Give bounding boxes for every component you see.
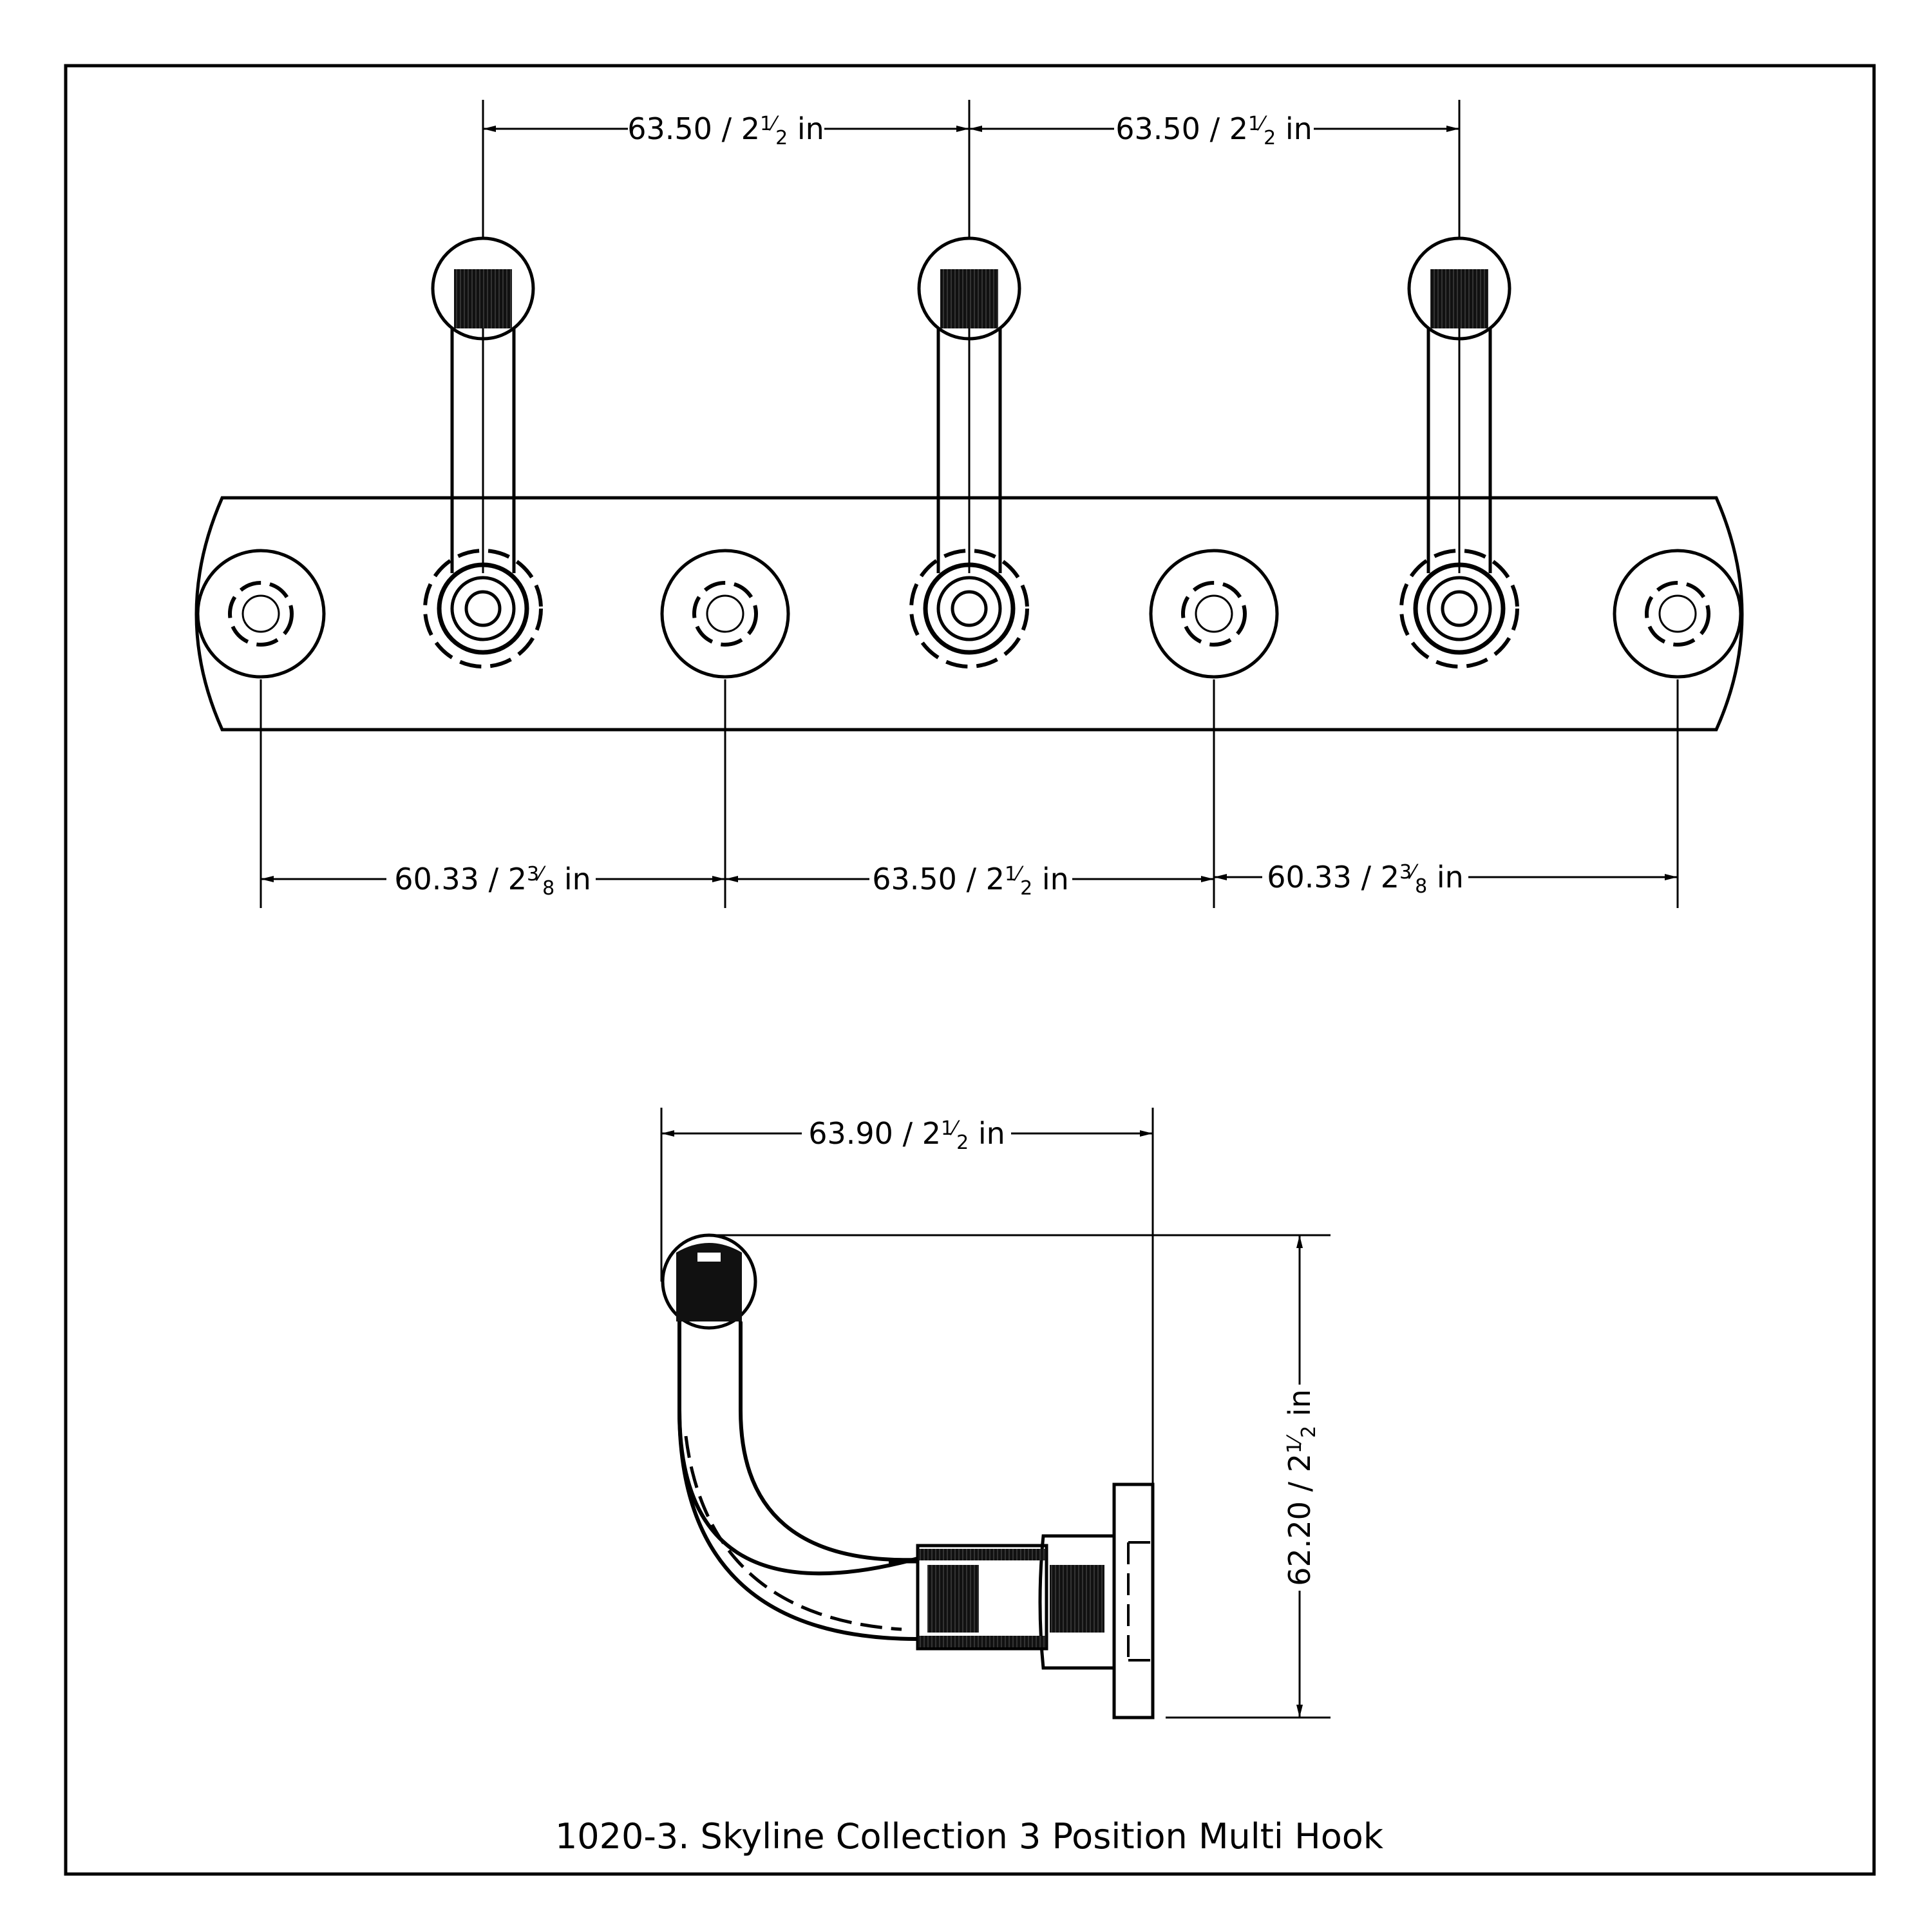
dimension-height: 62.20 / 21⁄2 in: [1282, 1235, 1320, 1718]
dimension-width: 63.90 / 21⁄2 in: [661, 1116, 1153, 1154]
dimension-bottom-3: 60.33 / 23⁄8 in: [1214, 860, 1678, 898]
mounting-hole: [1613, 549, 1743, 679]
dimension-top-2: 63.50 / 21⁄2 in: [969, 111, 1459, 149]
dimension-bottom-2: 63.50 / 21⁄2 in: [725, 862, 1214, 900]
svg-text:60.33 / 23⁄8 in: 60.33 / 23⁄8 in: [394, 862, 591, 900]
dim-mm: 63.50: [627, 111, 712, 146]
drawing-caption: 1020-3. Skyline Collection 3 Position Mu…: [555, 1816, 1384, 1857]
mounting-hole: [196, 549, 326, 679]
svg-text:63.50 / 21⁄2 in: 63.50 / 21⁄2 in: [1115, 111, 1312, 149]
front-view: 63.50 / 21⁄2 in 63.50 / 21⁄2 in 60.33 / …: [194, 100, 1744, 908]
svg-text:63.90 / 21⁄2 in: 63.90 / 21⁄2 in: [808, 1116, 1005, 1154]
hook-front: [423, 236, 543, 668]
svg-text:60.33 / 23⁄8 in: 60.33 / 23⁄8 in: [1267, 860, 1464, 898]
drawing-border: [64, 64, 1876, 1876]
back-plate: [194, 496, 1744, 732]
threaded-post: [916, 1544, 1048, 1651]
wall-flange: [1112, 1482, 1155, 1719]
svg-text:63.50 / 21⁄2 in: 63.50 / 21⁄2 in: [627, 111, 824, 149]
dimension-bottom-1: 60.33 / 23⁄8 in: [261, 862, 725, 900]
svg-text:62.20 / 21⁄2 in: 62.20 / 21⁄2 in: [1282, 1389, 1320, 1586]
dimension-top-1: 63.50 / 21⁄2 in: [483, 111, 969, 149]
mounting-hole: [1149, 549, 1279, 679]
svg-text:63.50 / 21⁄2 in: 63.50 / 21⁄2 in: [872, 862, 1069, 900]
hook-front: [1399, 236, 1519, 668]
mounting-hole: [660, 549, 790, 679]
side-view: 63.90 / 21⁄2 in 62.20 / 21⁄2 in: [660, 1108, 1331, 1719]
hook-front: [909, 236, 1029, 668]
